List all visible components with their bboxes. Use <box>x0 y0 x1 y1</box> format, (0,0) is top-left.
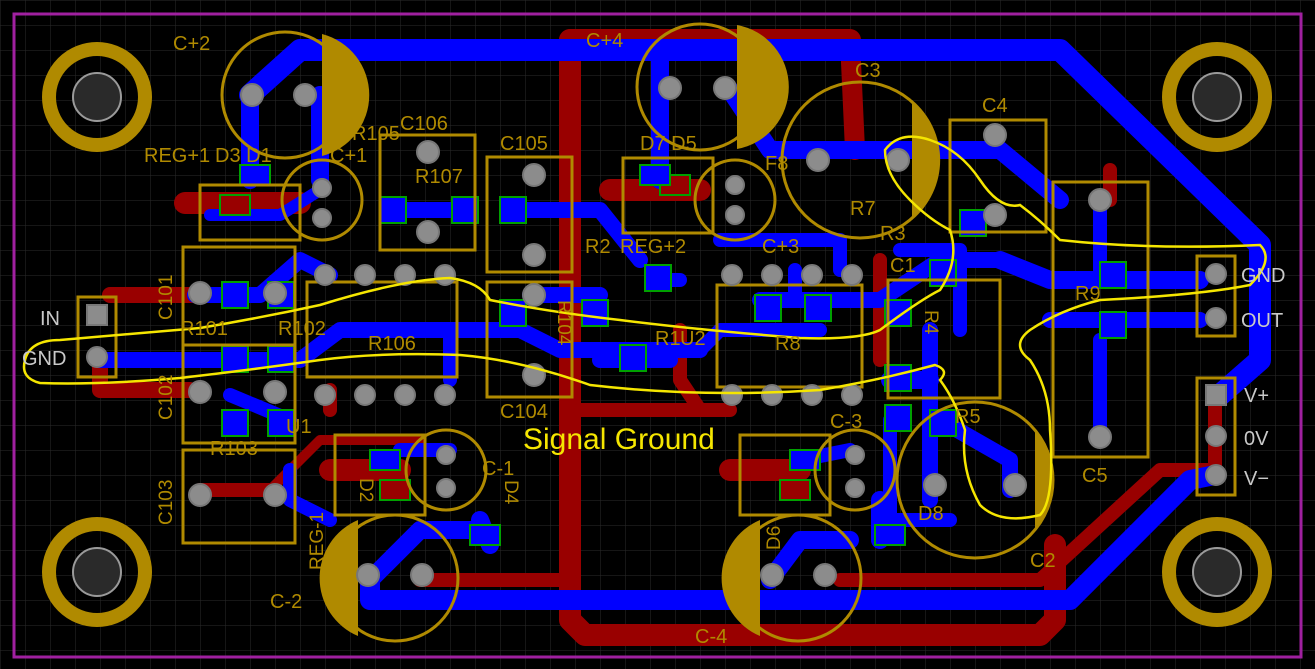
label-c3: C3 <box>855 60 881 82</box>
conn-in-label: IN <box>40 308 60 330</box>
label-r2: R2 <box>585 236 611 258</box>
connector-labels: IN GND GND OUT V+ 0V V− <box>22 265 1285 490</box>
mounting-hole-centers <box>72 72 1242 597</box>
label-f8: F8 <box>765 153 788 175</box>
label-r105: R105 <box>352 123 400 145</box>
label-c-minus-1: C-1 <box>482 458 514 480</box>
label-c-minus-2: C-2 <box>270 591 302 613</box>
label-r104: R104 <box>553 300 574 346</box>
through-hole-pads <box>86 76 1227 587</box>
label-c104: C104 <box>500 401 548 423</box>
label-d3-d1: D3 D1 <box>215 145 272 167</box>
mounting-hole-bottom-left <box>42 517 152 627</box>
label-d7-d5: D7 D5 <box>640 133 697 155</box>
conn-out-label: OUT <box>1241 310 1283 332</box>
conn-vminus-label: V− <box>1244 468 1269 490</box>
label-reg-plus-2: REG+2 <box>620 236 686 258</box>
label-d4: D4 <box>500 480 521 505</box>
label-c-plus-3: C+3 <box>762 236 799 258</box>
label-c105: C105 <box>500 133 548 155</box>
label-c106: C106 <box>400 113 448 135</box>
cap-polarity-marks <box>319 25 1054 636</box>
label-r9: R9 <box>1075 283 1101 305</box>
label-r106: R106 <box>368 333 416 355</box>
label-r4: R4 <box>920 310 941 335</box>
label-reg-minus-1: REG-1 <box>307 512 328 570</box>
label-u1: U1 <box>286 416 312 438</box>
silkscreen-layer <box>42 22 1272 643</box>
label-r7: R7 <box>850 198 876 220</box>
label-c-plus-2: C+2 <box>173 33 210 55</box>
label-r103: R103 <box>210 438 258 460</box>
label-r101: R101 <box>180 318 228 340</box>
board-outline <box>12 12 1303 659</box>
label-c-plus-4: C+4 <box>586 30 623 52</box>
mounting-hole-top-right <box>1162 42 1272 152</box>
component-labels: C+2 C+4 C3 C4 C106 C105 R105 C+1 REG+1 D… <box>144 30 1108 648</box>
label-c101: C101 <box>156 275 177 320</box>
label-c-plus-1: C+1 <box>330 145 367 167</box>
square-pads <box>86 304 1227 406</box>
label-c103: C103 <box>156 480 177 525</box>
label-c1: C1 <box>890 255 916 277</box>
label-c-minus-3: C-3 <box>830 411 862 433</box>
mounting-hole-bottom-right <box>1162 517 1272 627</box>
label-d6: D6 <box>764 526 785 550</box>
conn-vplus-label: V+ <box>1244 385 1269 407</box>
smd-pads <box>219 164 1127 546</box>
label-c102: C102 <box>156 375 177 420</box>
label-c5: C5 <box>1082 465 1108 487</box>
conn-out-gnd-label: GND <box>1241 265 1285 287</box>
label-d8: D8 <box>918 503 944 525</box>
label-r3: R3 <box>880 223 906 245</box>
label-c2: C2 <box>1030 550 1056 572</box>
label-u2: U2 <box>680 328 706 350</box>
conn-0v-label: 0V <box>1244 428 1269 450</box>
label-c-minus-4: C-4 <box>695 626 727 648</box>
mounting-hole-top-left <box>42 42 152 152</box>
signal-ground-outline <box>22 135 1267 520</box>
label-r1: R1 <box>655 328 681 350</box>
conn-in-gnd-label: GND <box>22 348 66 370</box>
label-r8: R8 <box>775 333 801 355</box>
label-reg-plus-1: REG+1 <box>144 145 210 167</box>
label-r102: R102 <box>278 318 326 340</box>
signal-ground-annotation: Signal Ground <box>523 423 715 456</box>
label-r107: R107 <box>415 166 463 188</box>
label-d2: D2 <box>355 478 376 502</box>
label-r5: R5 <box>955 406 981 428</box>
label-c4: C4 <box>982 95 1008 117</box>
